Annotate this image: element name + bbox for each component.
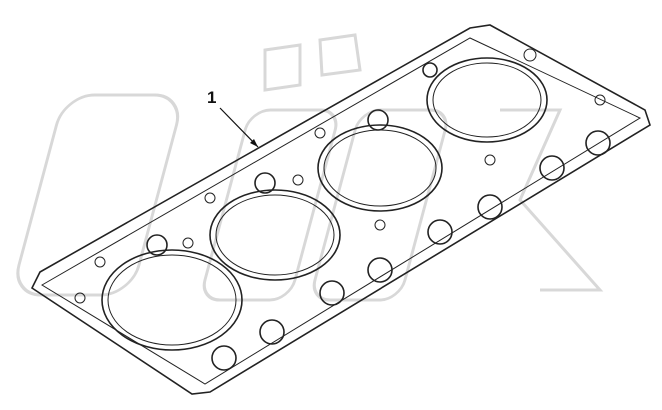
gasket-outline — [30, 24, 651, 395]
bolt-holes — [74, 48, 611, 371]
cylinder-bores — [101, 57, 548, 351]
callout-leader — [219, 107, 259, 148]
watermark-logo — [16, 33, 604, 302]
callout-number: 1 — [207, 88, 217, 107]
